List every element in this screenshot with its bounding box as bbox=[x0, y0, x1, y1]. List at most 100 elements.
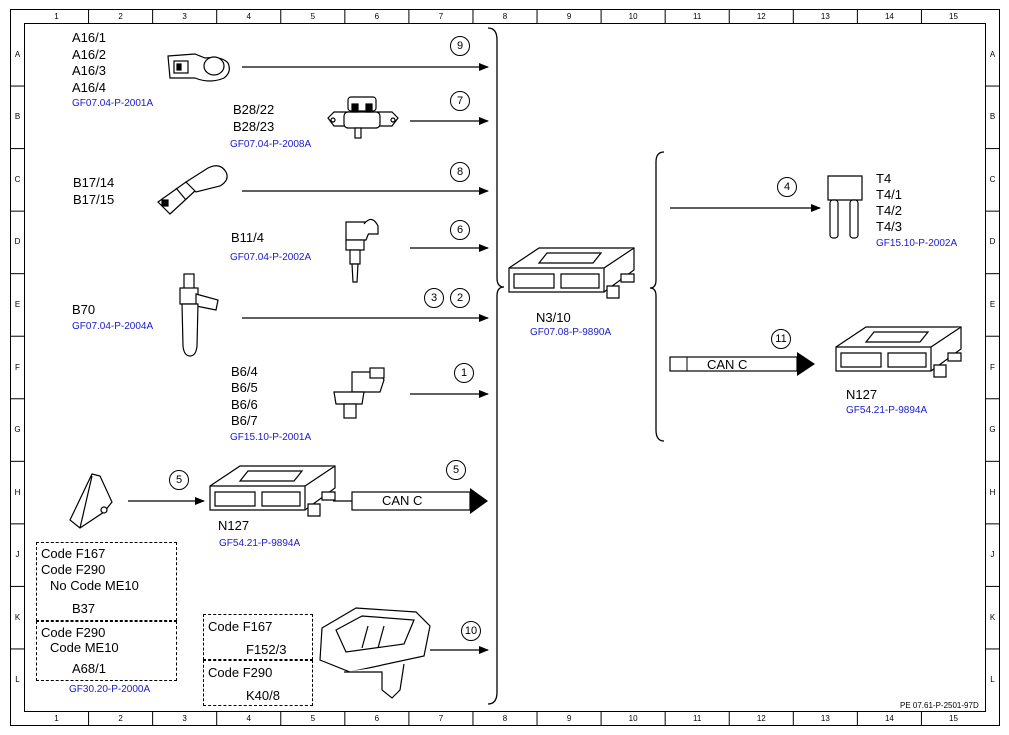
knock-sensor-drawing bbox=[167, 53, 230, 82]
pressure-sensor-label-2: B28/23 bbox=[233, 119, 275, 134]
grid-col-bottom-4: 4 bbox=[246, 714, 251, 723]
grid-col-bottom-8: 8 bbox=[502, 714, 508, 723]
grid-col-top-14: 14 bbox=[884, 12, 894, 21]
code-box-b37 bbox=[36, 542, 177, 621]
coil-label-1: T4 bbox=[876, 171, 892, 186]
n127-output-ref[interactable]: GF54.21-P-9894A bbox=[846, 405, 928, 416]
grid-row-right-J: J bbox=[990, 550, 995, 560]
grid-ticks bbox=[10, 9, 1000, 726]
grid-row-left-B: B bbox=[14, 112, 21, 122]
grid-col-bottom-2: 2 bbox=[118, 714, 123, 723]
callout-11: 11 bbox=[771, 329, 791, 349]
input-brace bbox=[487, 27, 505, 705]
cam-sensor-label-4: B6/7 bbox=[231, 413, 258, 428]
pressure-sensor-label-1: B28/22 bbox=[233, 102, 275, 117]
can-bus-arrow-upper bbox=[669, 352, 815, 376]
callout-9: 9 bbox=[450, 36, 470, 56]
code-box-k40-line-2: K40/8 bbox=[246, 688, 280, 703]
grid-row-left-J: J bbox=[15, 550, 20, 560]
output-brace bbox=[649, 151, 665, 442]
grid-col-top-8: 8 bbox=[502, 12, 508, 21]
coil-label-2: T4/1 bbox=[876, 187, 903, 202]
grid-col-bottom-3: 3 bbox=[182, 714, 187, 723]
cam-sensor-label-3: B6/6 bbox=[231, 397, 258, 412]
grid-row-left-F: F bbox=[15, 362, 20, 372]
n127-module-drawing bbox=[209, 465, 336, 517]
pressure-sensor-ref[interactable]: GF07.04-P-2008A bbox=[230, 139, 312, 150]
code-box-k40 bbox=[203, 660, 313, 706]
coil-label-4: T4/3 bbox=[876, 219, 903, 234]
controller-ref[interactable]: GF07.08-P-9890A bbox=[530, 327, 612, 338]
grid-col-top-4: 4 bbox=[246, 12, 251, 21]
grid-row-right-B: B bbox=[989, 112, 996, 122]
knock-sensor-label-4: A16/4 bbox=[72, 80, 106, 95]
can-c-label-upper: CAN C bbox=[707, 357, 748, 372]
document-code: PE 07.61-P-2501-97D bbox=[900, 701, 979, 710]
grid-row-left-D: D bbox=[14, 237, 21, 247]
coil-label-3: T4/2 bbox=[876, 203, 903, 218]
grid-row-left-L: L bbox=[15, 675, 20, 685]
pressure-sensor-drawing bbox=[327, 96, 399, 139]
coolant-sensor-label: B11/4 bbox=[231, 230, 265, 245]
grid-row-right-H: H bbox=[989, 487, 996, 497]
callout-8: 8 bbox=[450, 162, 470, 182]
grid-row-left-K: K bbox=[14, 612, 21, 622]
grid-row-left-E: E bbox=[14, 299, 21, 309]
code-box-b37-line-3: No Code ME10 bbox=[50, 578, 139, 593]
grid-col-top-7: 7 bbox=[438, 12, 444, 21]
grid-col-top-5: 5 bbox=[310, 12, 316, 21]
coil-ref[interactable]: GF15.10-P-2002A bbox=[876, 238, 958, 249]
grid-col-top-10: 10 bbox=[628, 12, 638, 21]
grid-col-top-15: 15 bbox=[949, 12, 958, 21]
grid-col-top-2: 2 bbox=[118, 12, 123, 21]
callout-7: 7 bbox=[450, 91, 470, 111]
grid-col-top-1: 1 bbox=[54, 12, 59, 21]
code-box-b37-line-4: B37 bbox=[72, 601, 96, 616]
knock-sensor-ref[interactable]: GF07.04-P-2001A bbox=[72, 98, 154, 109]
b17-label-2: B17/15 bbox=[73, 192, 115, 207]
coolant-sensor-ref[interactable]: GF07.04-P-2002A bbox=[230, 252, 312, 263]
b17-sensor-drawing bbox=[157, 165, 228, 215]
can-c-label-lower: CAN C bbox=[382, 493, 423, 508]
code-box-f152 bbox=[203, 614, 313, 660]
code-box-b37-line-2: Code F290 bbox=[41, 562, 106, 577]
pedal-ref[interactable]: GF30.20-P-2000A bbox=[69, 684, 151, 695]
callout-2: 2 bbox=[450, 288, 470, 308]
grid-col-bottom-14: 14 bbox=[884, 714, 894, 723]
grid-col-top-11: 11 bbox=[693, 12, 702, 21]
code-box-b37-line-1: Code F167 bbox=[41, 546, 106, 561]
grid-col-top-13: 13 bbox=[820, 12, 830, 21]
grid-col-top-9: 9 bbox=[566, 12, 572, 21]
code-box-a68-line-1: Code F290 bbox=[41, 625, 106, 640]
n127-output-module-drawing bbox=[835, 326, 962, 378]
grid-col-bottom-9: 9 bbox=[566, 714, 572, 723]
grid-col-bottom-7: 7 bbox=[438, 714, 444, 723]
grid-col-bottom-10: 10 bbox=[628, 714, 638, 723]
grid-row-left-C: C bbox=[14, 174, 21, 184]
n127-module-ref[interactable]: GF54.21-P-9894A bbox=[219, 538, 301, 549]
grid-col-bottom-12: 12 bbox=[756, 714, 766, 723]
callout-5-input: 5 bbox=[169, 470, 189, 490]
grid-col-bottom-5: 5 bbox=[310, 714, 316, 723]
callout-4: 4 bbox=[777, 177, 797, 197]
grid-row-right-F: F bbox=[990, 362, 995, 372]
grid-row-left-A: A bbox=[14, 49, 21, 59]
ignition-coil-drawing bbox=[827, 175, 863, 239]
cam-sensor-label-2: B6/5 bbox=[231, 380, 258, 395]
cam-sensor-ref[interactable]: GF15.10-P-2001A bbox=[230, 432, 312, 443]
grid-row-right-C: C bbox=[989, 174, 996, 184]
code-box-k40-line-1: Code F290 bbox=[208, 665, 273, 680]
crank-sensor-ref[interactable]: GF07.04-P-2004A bbox=[72, 321, 154, 332]
grid-col-bottom-1: 1 bbox=[54, 714, 59, 723]
grid-row-left-H: H bbox=[14, 487, 21, 497]
cam-sensor-label-1: B6/4 bbox=[231, 364, 258, 379]
knock-sensor-label-2: A16/2 bbox=[72, 47, 106, 62]
pedal-sensor-drawing bbox=[69, 473, 113, 529]
code-box-a68-line-3: A68/1 bbox=[72, 661, 106, 676]
can-bus-arrow-lower bbox=[333, 488, 488, 514]
grid-row-right-E: E bbox=[989, 299, 996, 309]
code-box-f152-line-2: F152/3 bbox=[246, 642, 287, 657]
controller-label: N3/10 bbox=[536, 310, 571, 325]
crank-sensor-label: B70 bbox=[72, 302, 96, 317]
